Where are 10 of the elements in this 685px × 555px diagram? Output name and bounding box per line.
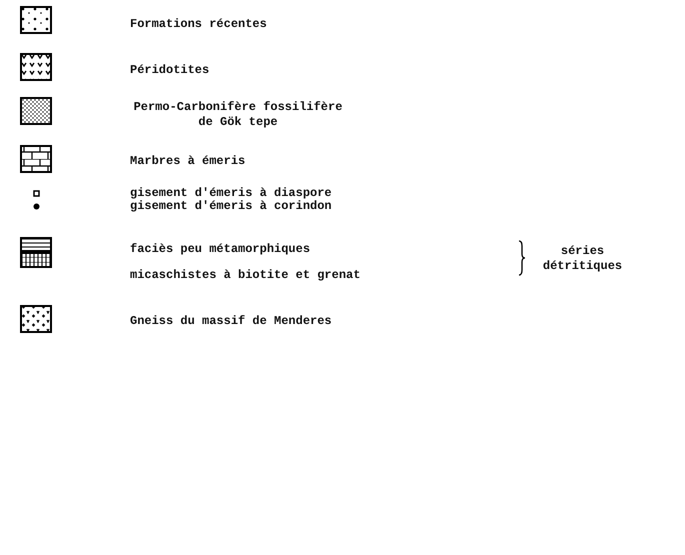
- legend-text: Gneiss du massif de Menderes: [130, 314, 332, 329]
- legend-text: gisement d'émeris à corindon: [130, 199, 332, 214]
- legend-text: Péridotites: [130, 63, 210, 78]
- legend-text: Formations récentes: [130, 17, 267, 32]
- legend-text: micaschistes à biotite et grenat: [130, 268, 360, 283]
- group-label: séries détritiques: [542, 244, 624, 274]
- legend-text: Permo-Carbonifère fossilifère de Gök tepe: [132, 100, 344, 130]
- legend-text: Marbres à émeris: [130, 154, 246, 169]
- legend-text: gisement d'émeris à diaspore: [130, 186, 332, 200]
- legend-text: faciès peu métamorphiques: [130, 242, 310, 257]
